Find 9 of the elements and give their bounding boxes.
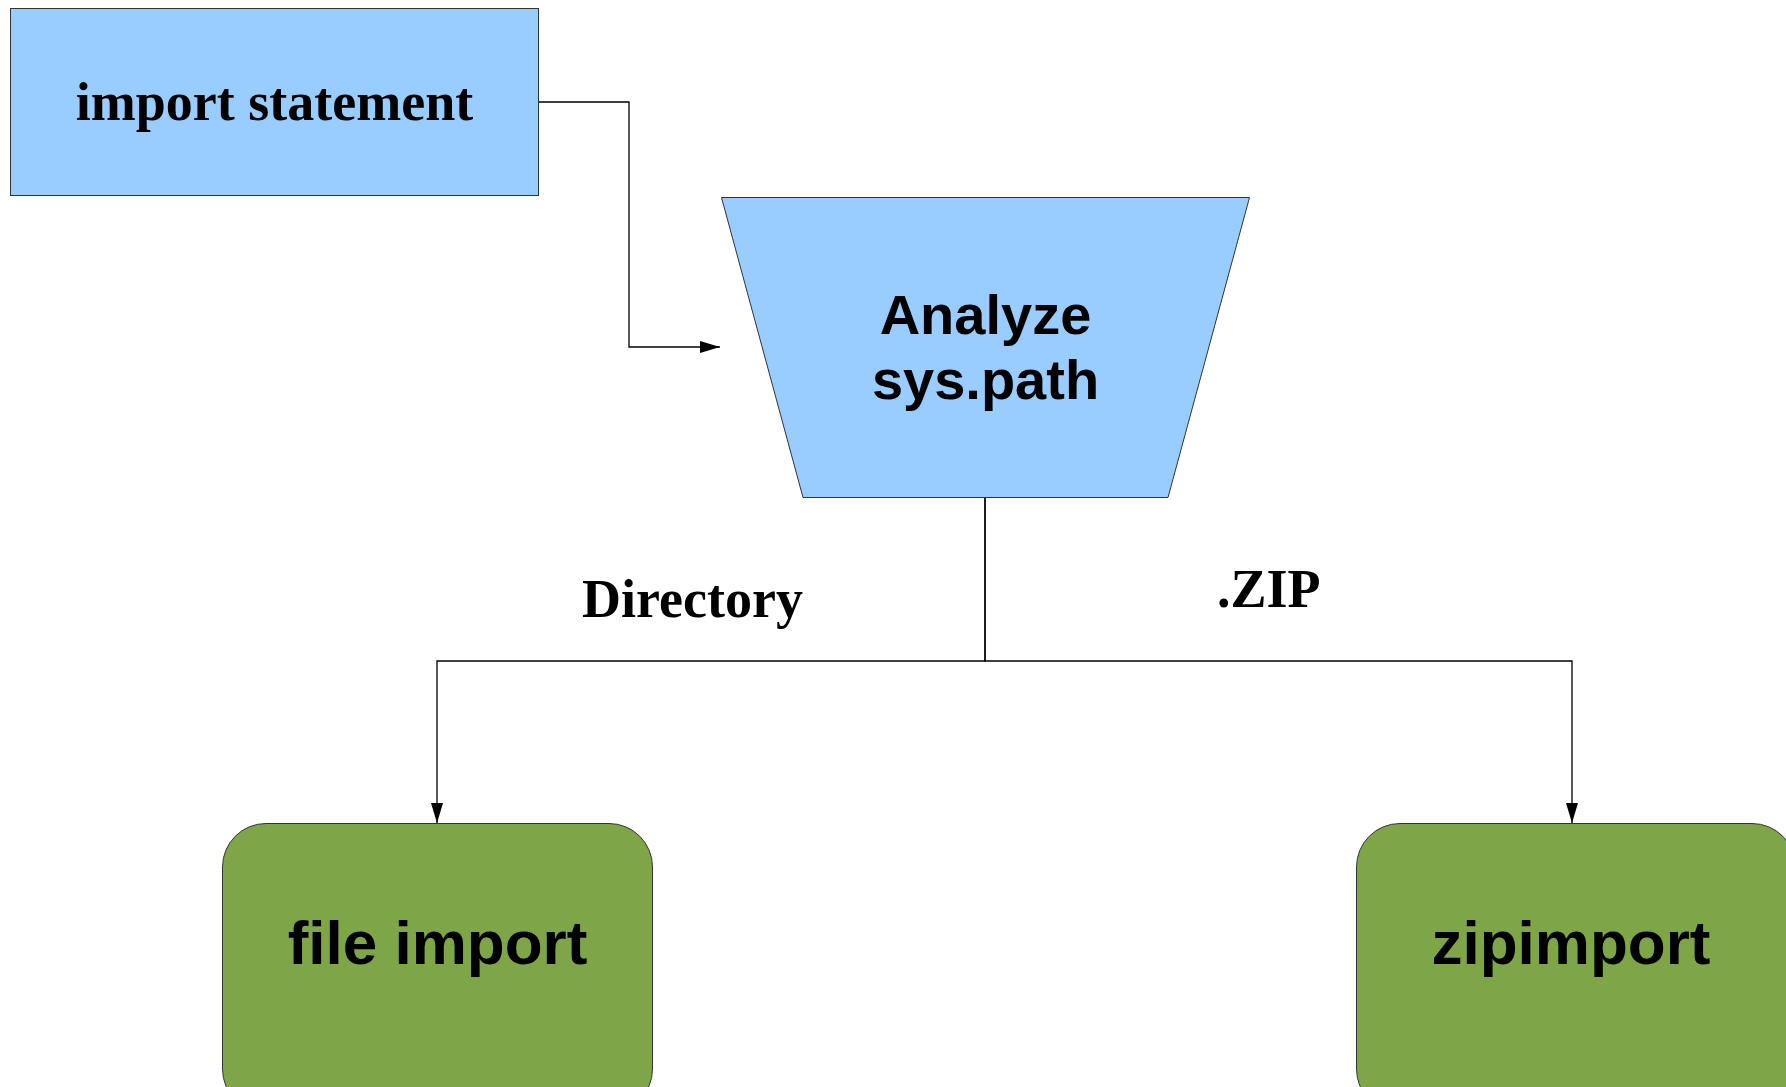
rounded-box (1356, 823, 1786, 1087)
node-label: zipimport (1431, 907, 1711, 979)
arrow (984, 497, 1578, 824)
node-label: import statement (75, 70, 474, 134)
node-label: file import (287, 907, 588, 979)
process-box (10, 8, 539, 196)
node-label: Analyze sys.path (870, 283, 1101, 412)
arrow (538, 101, 721, 353)
rounded-box (222, 823, 653, 1087)
